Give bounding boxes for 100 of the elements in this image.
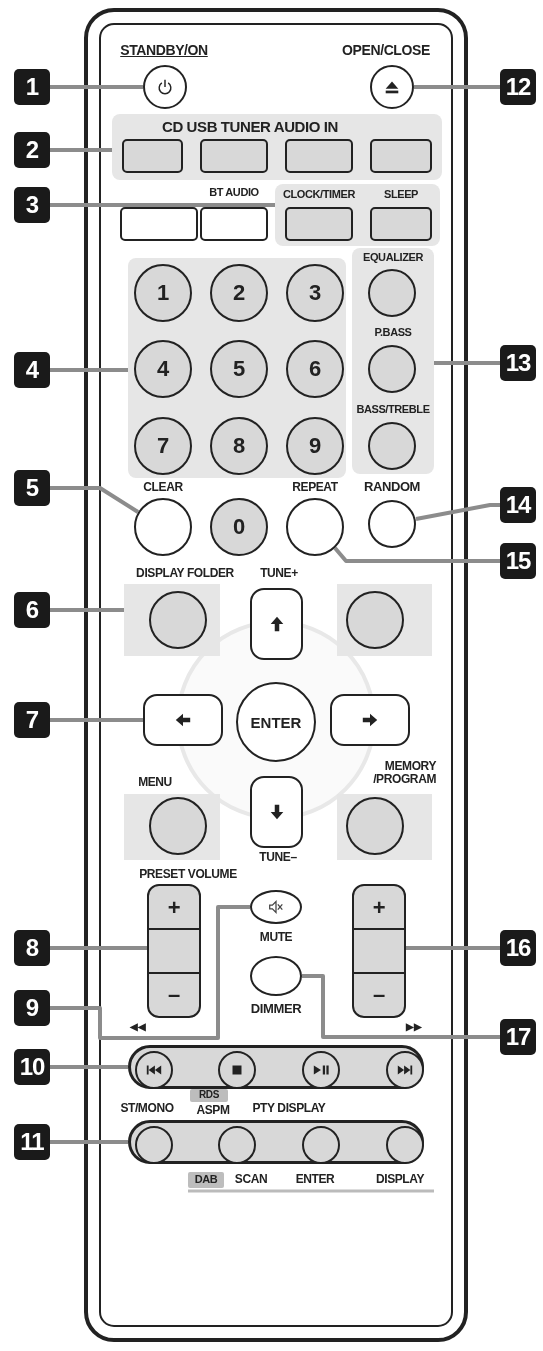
button-label: P.BASS <box>373 325 413 341</box>
round-button <box>386 1051 424 1089</box>
callout-number: 17 <box>500 1019 536 1055</box>
callout-number: 4 <box>14 352 50 388</box>
button-panel <box>337 584 432 656</box>
callout-number: 14 <box>500 487 536 523</box>
button-label: OPEN/CLOSE <box>341 40 431 60</box>
group-heading: CD USB TUNER AUDIO IN <box>160 117 339 138</box>
button-label: SCAN <box>233 1171 269 1188</box>
button-label: EQUALIZER <box>362 250 424 266</box>
number-button: 2 <box>210 264 268 322</box>
button-label: RANDOM <box>362 478 422 496</box>
button-label: CLEAR <box>142 479 184 496</box>
rect-button <box>120 207 198 241</box>
button-label: BASS/TREBLE <box>355 402 431 418</box>
button-label: PRESET VOLUME <box>138 866 238 882</box>
round-button <box>135 1126 173 1164</box>
callout-number: 13 <box>500 345 536 381</box>
rect-button <box>370 139 432 173</box>
number-button: 7 <box>134 417 192 475</box>
leader-line <box>50 718 143 722</box>
button-label: ASPM <box>195 1103 231 1118</box>
button-label: PTY DISPLAY <box>251 1100 327 1116</box>
leader-line <box>50 486 140 514</box>
rect-button <box>122 139 183 173</box>
button-label: MUTE <box>258 928 294 946</box>
leader-line <box>50 203 275 207</box>
leader-line <box>50 946 147 950</box>
leader-line <box>302 974 500 1039</box>
button-label: CLOCK/TIMER <box>282 187 356 203</box>
double-arrow-mark: ▶▶ <box>404 1020 423 1034</box>
leader-line <box>50 608 124 612</box>
callout-number: 16 <box>500 930 536 966</box>
button-label: DISPLAY <box>374 1171 426 1188</box>
rect-button <box>285 139 353 173</box>
callout-number: 11 <box>14 1124 50 1160</box>
button-label: SLEEP <box>382 187 420 203</box>
leader-line <box>50 1140 128 1144</box>
button-label: TUNE– <box>258 849 298 865</box>
number-button: 0 <box>210 498 268 556</box>
round-button <box>135 1051 173 1089</box>
callout-number: 6 <box>14 592 50 628</box>
leader-line <box>50 905 250 1040</box>
leader-line <box>434 361 500 365</box>
round-button <box>302 1126 340 1164</box>
button-panel <box>128 1120 424 1164</box>
callout-number: 7 <box>14 702 50 738</box>
volume-rocker <box>147 884 201 1018</box>
callout-number: 2 <box>14 132 50 168</box>
button-label: TUNE+ <box>259 564 299 582</box>
number-button: 3 <box>286 264 344 322</box>
plus-sign: + <box>371 894 387 923</box>
round-button <box>218 1126 256 1164</box>
leader-line <box>333 546 500 563</box>
number-button: 4 <box>134 340 192 398</box>
leader-line <box>414 85 500 89</box>
button-panel <box>112 114 442 180</box>
double-arrow-mark: ◀◀ <box>129 1020 147 1034</box>
round-button <box>218 1051 256 1089</box>
leader-line <box>415 503 500 521</box>
leader-line <box>406 946 500 950</box>
arrow-button <box>143 694 223 746</box>
button-label: DIMMER <box>249 1000 303 1018</box>
mode-tag: DAB <box>188 1172 224 1188</box>
number-button: 8 <box>210 417 268 475</box>
number-button: 6 <box>286 340 344 398</box>
minus-sign: – <box>167 980 181 1009</box>
leader-line <box>50 148 112 152</box>
number-button: 9 <box>286 417 344 475</box>
button-panel <box>275 184 440 246</box>
round-button <box>302 1051 340 1089</box>
round-button <box>346 591 404 649</box>
leader-line <box>50 368 128 372</box>
callout-number: 9 <box>14 990 50 1026</box>
button-label: BT AUDIO <box>208 185 260 201</box>
callout-number: 8 <box>14 930 50 966</box>
arrow-button <box>330 694 410 746</box>
minus-sign: – <box>372 980 386 1009</box>
button-panel <box>352 248 434 474</box>
callout-number: 10 <box>14 1049 50 1085</box>
number-button: 1 <box>134 264 192 322</box>
button-label: MENU <box>137 773 173 791</box>
callout-number: 15 <box>500 543 536 579</box>
leader-line <box>50 1065 128 1069</box>
mode-tag: RDS <box>190 1089 228 1102</box>
button-panel <box>128 1045 424 1089</box>
leader-line <box>50 85 143 89</box>
button-label: DISPLAY FOLDER <box>135 564 235 582</box>
button-label: STANDBY/ON <box>119 40 209 60</box>
plus-sign: + <box>166 894 182 923</box>
callout-number: 3 <box>14 187 50 223</box>
callout-number: 5 <box>14 470 50 506</box>
callout-number: 12 <box>500 69 536 105</box>
callout-number: 1 <box>14 69 50 105</box>
button-label: REPEAT <box>291 479 339 496</box>
button-label: ENTER <box>294 1171 336 1188</box>
button-label: MEMORY /PROGRAM <box>372 758 436 788</box>
button-panel <box>128 258 346 478</box>
volume-rocker <box>352 884 406 1018</box>
rect-button <box>200 139 268 173</box>
